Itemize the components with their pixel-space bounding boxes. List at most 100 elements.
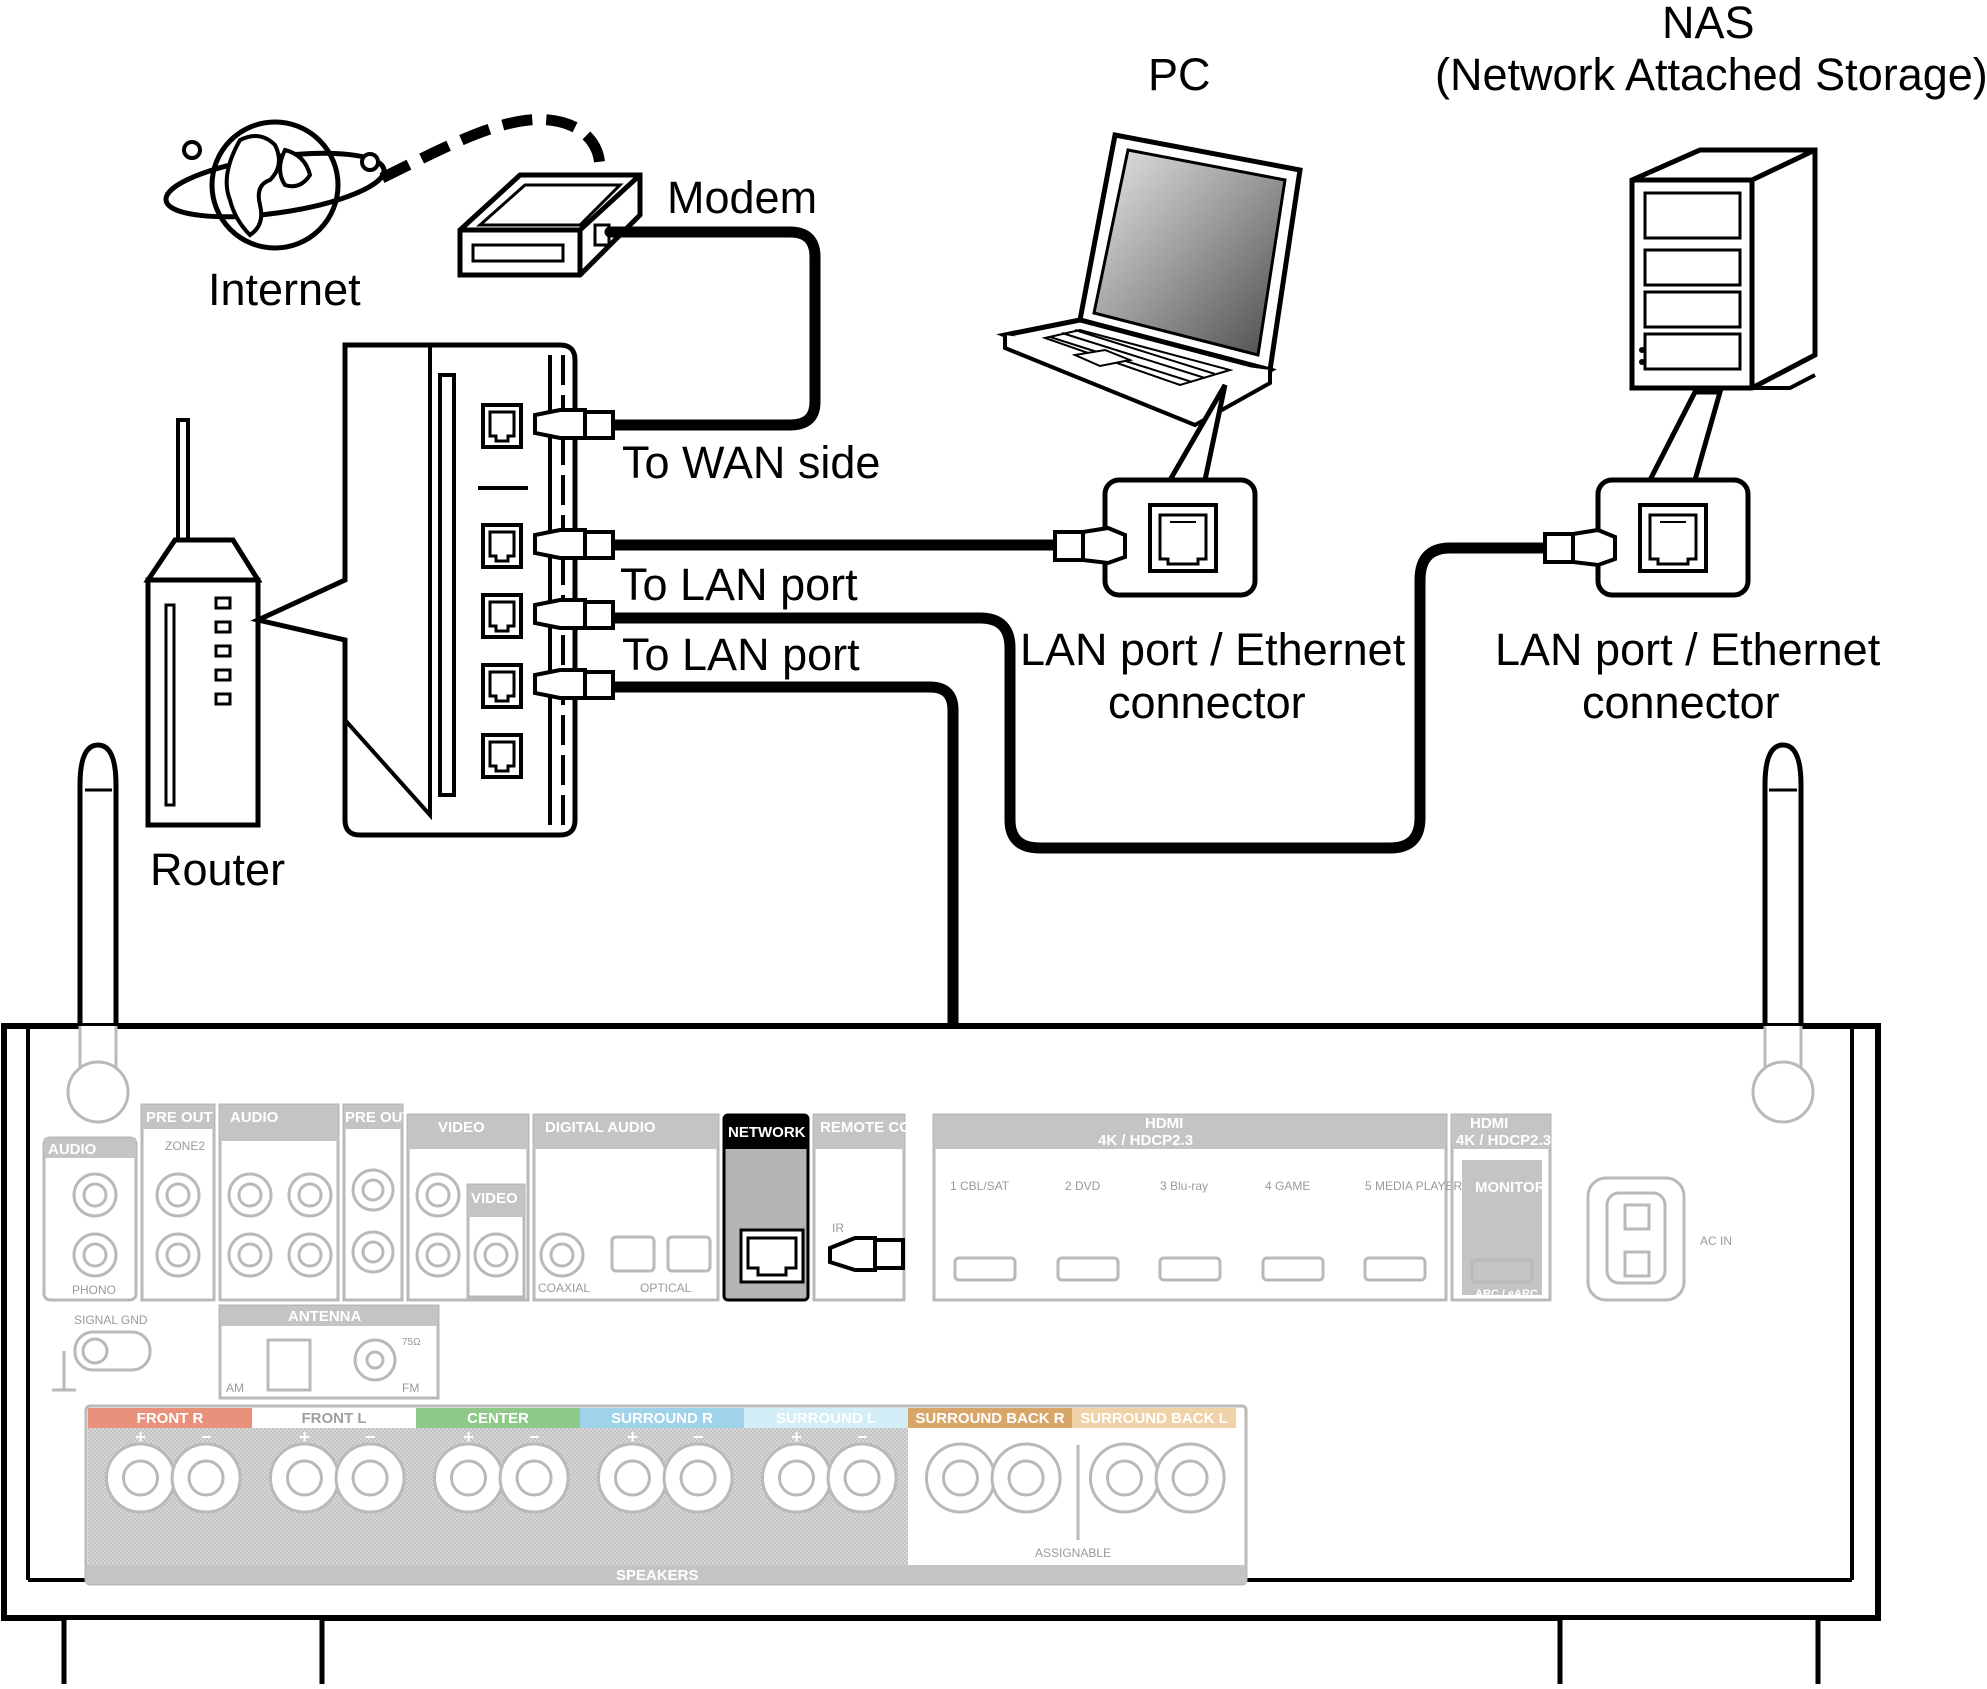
plus-icon: + <box>955 1427 966 1447</box>
plus-icon: + <box>1119 1427 1130 1447</box>
nas-callout-pointer <box>1647 389 1724 482</box>
plus-icon: + <box>135 1427 146 1447</box>
wan-cable <box>604 226 821 431</box>
pc-lan-port <box>1102 477 1258 598</box>
speaker-group-label: FRONT L <box>302 1410 367 1427</box>
am-label: AM <box>226 1381 244 1395</box>
phono-input-section: AUDIO PHONO <box>42 1136 138 1302</box>
speaker-terminal-inner <box>187 1459 225 1497</box>
hdmi-input-2: 2 DVD <box>1065 1179 1101 1193</box>
remote-control-section: REMOTE CONTROL IR <box>812 1113 963 1302</box>
assignable-speakers-label: ASSIGNABLE <box>1035 1546 1111 1560</box>
speakers-label: SPEAKERS <box>616 1567 699 1584</box>
speaker-terminal-inner <box>1105 1459 1143 1497</box>
hdmi-input-5: 5 MEDIA PLAYER <box>1365 1179 1462 1193</box>
antenna-label: ANTENNA <box>288 1308 361 1325</box>
audio-assignable-label: AUDIO <box>230 1109 279 1126</box>
minus-icon: − <box>857 1427 868 1447</box>
nas-port-label-line1: LAN port / Ethernet <box>1495 624 1881 675</box>
plus-icon: + <box>463 1427 474 1447</box>
hdmi-in-label: HDMI <box>1145 1115 1183 1132</box>
hdmi-in-section: HDMI 4K / HDCP2.3 1 CBL/SAT 2 DVD 3 Blu-… <box>932 1113 1462 1302</box>
pc-port-label-line2: connector <box>1108 677 1306 728</box>
to-lan-label-2: To LAN port <box>622 629 860 680</box>
internet-label: Internet <box>208 264 361 315</box>
speaker-terminal-inner <box>613 1459 651 1497</box>
speaker-group-header <box>1072 1408 1236 1428</box>
speaker-groups: FRONT R+−FRONT L+−CENTER+−SURROUND R+−SU… <box>88 1408 1236 1514</box>
router-lan-port-4 <box>481 733 523 779</box>
hdmi-input-4: 4 GAME <box>1265 1179 1310 1193</box>
speaker-terminal-inner <box>351 1459 389 1497</box>
router-lan-port-3 <box>481 663 523 709</box>
audio-in-assignable-section: AUDIO <box>218 1103 340 1302</box>
speaker-terminal-inner <box>449 1459 487 1497</box>
router-label: Router <box>150 844 285 895</box>
ac-in-label: AC IN <box>1700 1234 1732 1248</box>
router-lan-port-1 <box>481 523 523 569</box>
plus-icon: + <box>299 1427 310 1447</box>
antenna-section: ANTENNA AM FM 75Ω <box>218 1304 440 1400</box>
internet-modem-link <box>379 114 606 183</box>
plug-lan-3 <box>533 668 615 700</box>
minus-icon: − <box>529 1427 540 1447</box>
plug-lan-2 <box>533 598 615 630</box>
minus-icon: − <box>1185 1427 1196 1447</box>
pc-callout-pointer <box>1167 383 1228 482</box>
speaker-group-header <box>744 1408 908 1428</box>
network-port-section: NETWORK <box>722 1113 810 1302</box>
speaker-group-label: SURROUND BACK R <box>915 1410 1064 1427</box>
hdmi-out-sub-label: 4K / HDCP2.3 <box>1456 1132 1551 1149</box>
speaker-group-label: SURROUND BACK L <box>1080 1410 1228 1427</box>
to-wan-label: To WAN side <box>622 437 880 488</box>
audio-in-label: AUDIO <box>48 1141 97 1158</box>
hdmi-out-label: HDMI <box>1470 1115 1508 1132</box>
plug-wan <box>533 408 615 440</box>
digital-audio-section: DIGITAL AUDIO COAXIAL OPTICAL <box>532 1113 720 1302</box>
speaker-group-header <box>580 1408 744 1428</box>
hdmi-out-section: HDMI 4K / HDCP2.3 MONITOR ARC / eARC <box>1450 1113 1552 1302</box>
pre-out-sub-label: PRE OUT <box>345 1109 412 1126</box>
hdmi-input-1: 1 CBL/SAT <box>950 1179 1010 1193</box>
speaker-group-header <box>88 1408 252 1428</box>
speaker-group-label: SURROUND R <box>611 1410 713 1427</box>
speaker-group-label: FRONT R <box>137 1410 204 1427</box>
speaker-terminal-inner <box>515 1459 553 1497</box>
zone2-label: ZONE2 <box>165 1139 205 1153</box>
speaker-terminal-inner <box>843 1459 881 1497</box>
subwoofer-section: PRE OUT <box>342 1103 412 1302</box>
speaker-terminal-inner <box>285 1459 323 1497</box>
ir-label: IR <box>832 1221 844 1235</box>
globe-icon <box>163 119 387 251</box>
minus-icon: − <box>693 1427 704 1447</box>
arc-label: ARC / eARC <box>1475 1288 1538 1300</box>
speaker-group-header <box>252 1408 416 1428</box>
plus-icon: + <box>791 1427 802 1447</box>
modem-label: Modem <box>667 172 817 223</box>
video-section: VIDEO VIDEO <box>406 1113 530 1302</box>
plug-nas <box>1543 527 1617 568</box>
speaker-terminal-inner <box>777 1459 815 1497</box>
speaker-group-header <box>908 1408 1072 1428</box>
nas-title: NAS <box>1662 0 1755 48</box>
coaxial-label: COAXIAL <box>538 1281 590 1295</box>
minus-icon: − <box>201 1427 212 1447</box>
speaker-terminal-inner <box>1171 1459 1209 1497</box>
speaker-terminal-inner <box>941 1459 979 1497</box>
plug-receiver <box>828 1236 905 1272</box>
network-label: NETWORK <box>728 1124 806 1141</box>
hdmi-in-sub-label: 4K / HDCP2.3 <box>1098 1132 1193 1149</box>
speaker-terminal-inner <box>121 1459 159 1497</box>
fm-label: FM <box>402 1381 419 1395</box>
nas-subtitle: (Network Attached Storage) <box>1435 49 1987 100</box>
nas-icon <box>1629 147 1818 391</box>
video-out-label: VIDEO <box>471 1190 518 1207</box>
monitor-label: MONITOR <box>1475 1179 1546 1196</box>
ohm-label: 75Ω <box>402 1337 421 1348</box>
speaker-terminal-inner <box>679 1459 717 1497</box>
digital-audio-label: DIGITAL AUDIO <box>545 1119 656 1136</box>
to-lan-label-1: To LAN port <box>620 559 858 610</box>
speaker-group-label: CENTER <box>467 1410 529 1427</box>
pre-out-zone2-section: PRE OUT ZONE2 <box>140 1103 216 1302</box>
pc-label: PC <box>1148 49 1211 100</box>
